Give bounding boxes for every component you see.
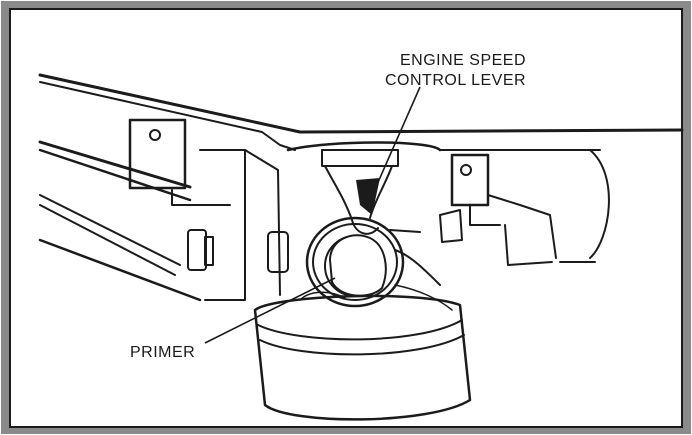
speed-lever-label-line1: ENGINE SPEED	[400, 52, 526, 69]
primer-base-cylinder	[253, 284, 472, 421]
engine-speed-control-lever	[321, 149, 399, 235]
primer-label: PRIMER	[130, 344, 195, 361]
mower-deck	[38, 73, 684, 302]
speed-lever-label-line2: CONTROL LEVER	[385, 72, 526, 89]
speed-lever-leader	[367, 86, 421, 206]
right-mounting-bracket	[439, 153, 557, 266]
callout-leaders	[204, 86, 421, 344]
left-bolt	[187, 229, 289, 273]
left-mounting-bracket	[128, 118, 281, 301]
primer-assembly	[305, 216, 441, 308]
primer-leader	[204, 277, 336, 344]
